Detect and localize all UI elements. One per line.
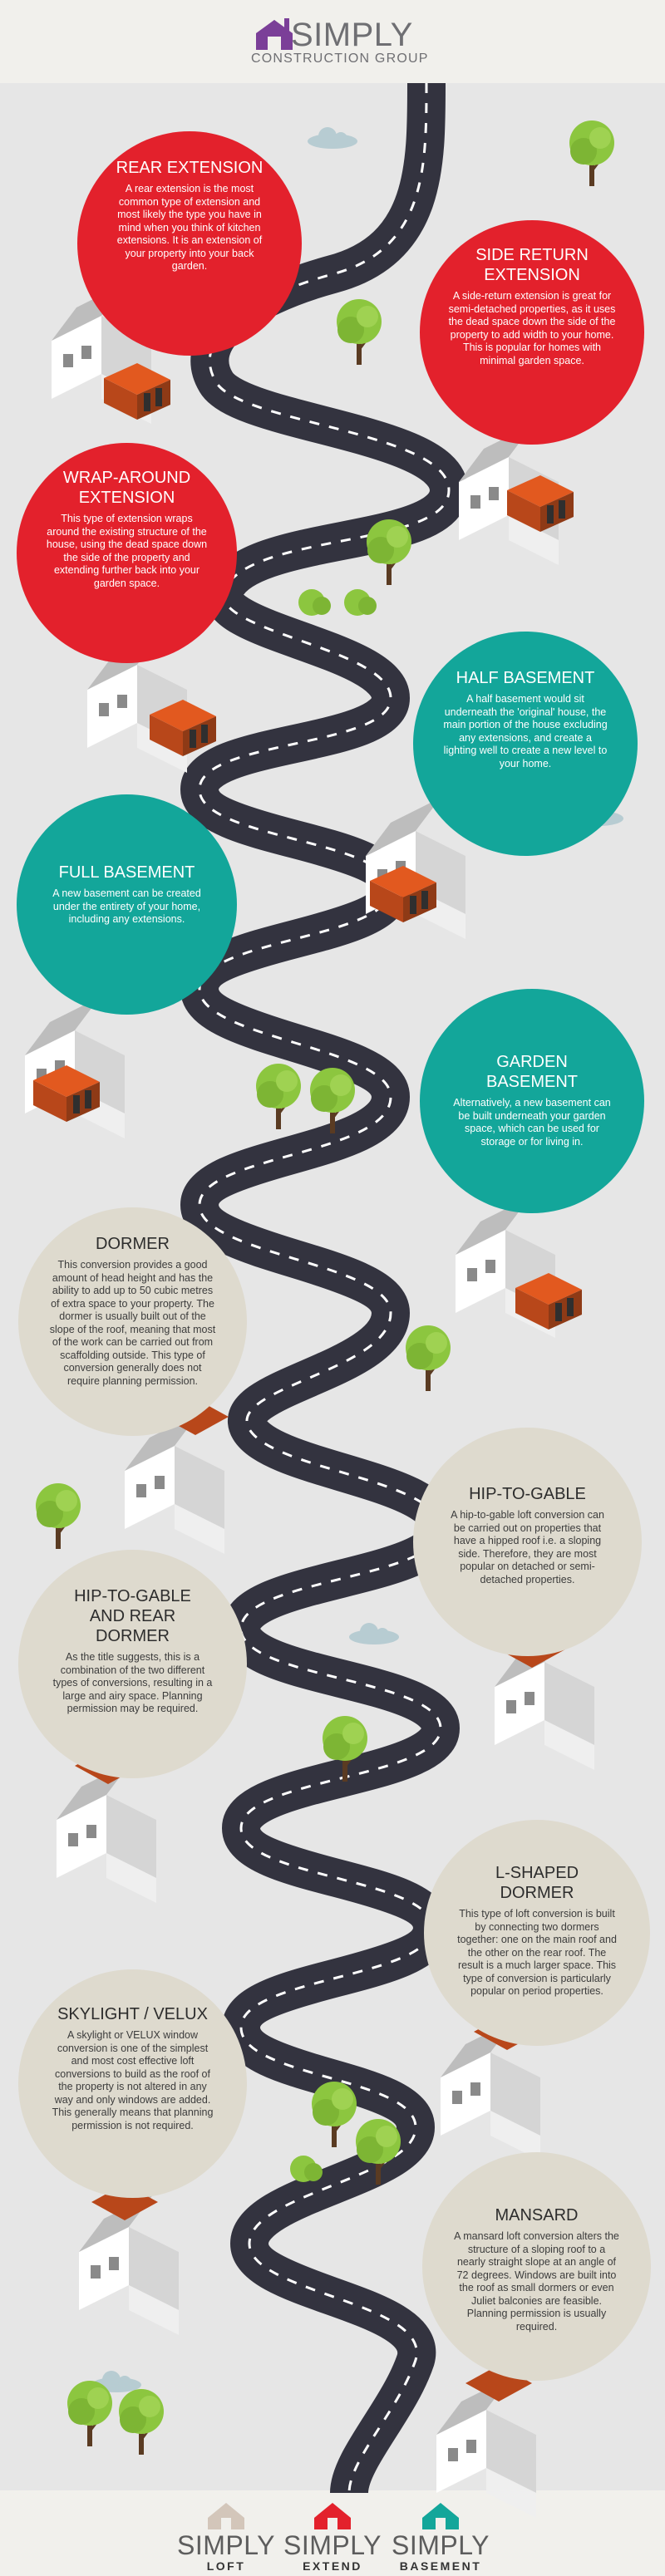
brand-sub: EXTEND bbox=[303, 2559, 362, 2573]
section-garden-basement: GARDEN BASEMENT Alternatively, a new bas… bbox=[420, 989, 644, 1213]
section-text: A mansard loft conversion alters the str… bbox=[454, 2230, 619, 2333]
section-half-basement: HALF BASEMENT A half basement would sit … bbox=[413, 632, 638, 856]
tree-icon bbox=[34, 1482, 82, 1551]
cloud-icon bbox=[308, 127, 357, 149]
brand-word: SIMPLY bbox=[177, 2530, 275, 2560]
bush-icon bbox=[298, 589, 331, 616]
section-title: SIDE RETURN EXTENSION bbox=[475, 246, 589, 284]
section-text: This type of loft conversion is built by… bbox=[457, 1908, 617, 1997]
logo-tagline: CONSTRUCTION GROUP bbox=[251, 52, 429, 66]
house-full-basement-icon bbox=[25, 997, 125, 1138]
section-l-shaped-dormer: L-SHAPED DORMER This type of loft conver… bbox=[424, 1820, 650, 2046]
section-mansard: MANSARD A mansard loft conversion alters… bbox=[422, 2152, 651, 2381]
section-text: Alternatively, a new basement can be bui… bbox=[453, 1097, 611, 1148]
section-title: FULL BASEMENT bbox=[58, 863, 195, 882]
brand-simply-loft[interactable]: SIMPLY LOFT bbox=[168, 2531, 284, 2573]
header-band bbox=[0, 0, 665, 83]
section-text: As the title suggests, this is a combina… bbox=[52, 1651, 213, 1714]
section-title: REAR EXTENSION bbox=[116, 159, 264, 177]
section-title: GARDEN BASEMENT bbox=[485, 1053, 579, 1091]
section-side-return-extension: SIDE RETURN EXTENSION A side-return exte… bbox=[420, 220, 644, 445]
brand-sub: LOFT bbox=[206, 2559, 246, 2573]
section-title: DORMER bbox=[96, 1235, 170, 1253]
brand-word: SIMPLY bbox=[392, 2530, 490, 2560]
road-center-line bbox=[198, 82, 451, 2494]
section-text: A side-return extension is great for sem… bbox=[448, 290, 616, 366]
section-text: A hip-to-gable loft conversion can be ca… bbox=[451, 1509, 604, 1585]
simply-basement-icon bbox=[422, 2503, 459, 2529]
section-wrap-around-extension: WRAP-AROUND EXTENSION This type of exten… bbox=[17, 443, 237, 663]
section-dormer: DORMER This conversion provides a good a… bbox=[18, 1207, 247, 1436]
tree-icon bbox=[66, 2379, 114, 2448]
section-title: HALF BASEMENT bbox=[456, 669, 595, 687]
section-full-basement: FULL BASEMENT A new basement can be crea… bbox=[17, 794, 237, 1015]
section-text: A skylight or VELUX window conversion is… bbox=[52, 2029, 214, 2131]
section-hip-to-gable-rear-dormer: HIP-TO-GABLE AND REAR DORMER As the titl… bbox=[18, 1550, 247, 1778]
section-title: HIP-TO-GABLE bbox=[469, 1485, 586, 1503]
section-title: MANSARD bbox=[495, 2206, 579, 2225]
bush-icon bbox=[344, 589, 377, 616]
section-text: This type of extension wraps around the … bbox=[46, 513, 208, 589]
house-garden-basement-icon bbox=[456, 1197, 582, 1338]
bush-icon bbox=[290, 2156, 323, 2182]
section-hip-to-gable: HIP-TO-GABLE A hip-to-gable loft convers… bbox=[413, 1428, 642, 1656]
tree-icon bbox=[365, 518, 413, 587]
company-logo[interactable]: SIMPLY CONSTRUCTION GROUP bbox=[251, 17, 429, 66]
tree-icon bbox=[404, 1324, 452, 1393]
house-side-return-icon bbox=[459, 424, 574, 565]
house-skylight-icon bbox=[79, 2184, 179, 2335]
logo-word: SIMPLY bbox=[291, 17, 413, 53]
section-title: L-SHAPED DORMER bbox=[495, 1864, 579, 1902]
section-title: WRAP-AROUND EXTENSION bbox=[62, 469, 191, 507]
tree-icon bbox=[310, 2080, 358, 2149]
brand-simply-extend[interactable]: SIMPLY EXTEND bbox=[274, 2531, 391, 2573]
section-rear-extension: REAR EXTENSION A rear extension is the m… bbox=[77, 131, 302, 356]
brand-sub: BASEMENT bbox=[399, 2559, 482, 2573]
simply-extend-icon bbox=[314, 2503, 351, 2529]
brand-word: SIMPLY bbox=[283, 2530, 382, 2560]
section-text: This conversion provides a good amount o… bbox=[49, 1259, 216, 1387]
section-text: A half basement would sit underneath the… bbox=[443, 693, 608, 769]
house-mansard-icon bbox=[436, 2365, 536, 2518]
tree-icon bbox=[117, 2387, 165, 2456]
brand-simply-basement[interactable]: SIMPLY BASEMENT bbox=[382, 2531, 499, 2573]
simply-loft-icon bbox=[208, 2503, 244, 2529]
section-skylight-velux: SKYLIGHT / VELUX A skylight or VELUX win… bbox=[18, 1969, 247, 2198]
tree-icon bbox=[254, 1062, 303, 1131]
section-title: HIP-TO-GABLE AND REAR DORMER bbox=[74, 1587, 191, 1645]
tree-icon bbox=[568, 119, 616, 188]
section-text: A new basement can be created under the … bbox=[52, 887, 201, 925]
section-text: A rear extension is the most common type… bbox=[116, 183, 263, 272]
tree-icon bbox=[335, 297, 383, 366]
section-title: SKYLIGHT / VELUX bbox=[57, 2005, 208, 2023]
cloud-icon bbox=[349, 1623, 399, 1644]
logo-house-icon bbox=[256, 18, 293, 50]
